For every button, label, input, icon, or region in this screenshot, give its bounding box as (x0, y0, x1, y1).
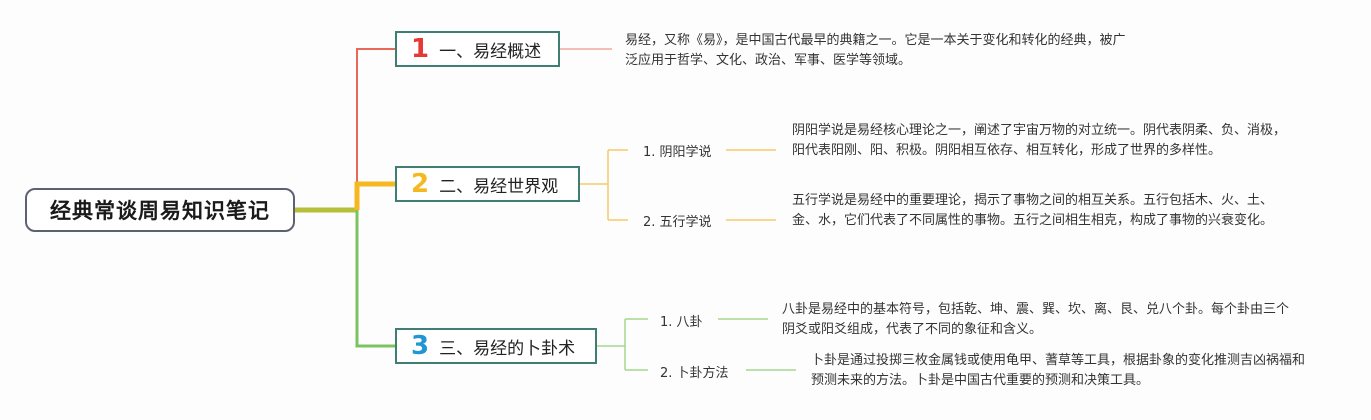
subtopic-yinyang-note: 阴阳学说是易经核心理论之一，阐述了宇宙万物的对立统一。阴代表阴柔、负、消极，阳代… (792, 123, 1287, 158)
branch-2-connector (354, 181, 395, 210)
branch-overview[interactable]: 1 一、易经概述 (395, 31, 560, 67)
number-3-icon: 3 (411, 331, 430, 361)
root-topic[interactable]: 经典常谈周易知识笔记 (25, 188, 295, 232)
branch-label: 三、易经的卜卦术 (439, 338, 576, 359)
branch-2-children-connector (580, 149, 628, 221)
subtopic-divination-method-note: 卜卦是通过投掷三枚金属钱或使用龟甲、蓍草等工具，根据卦象的变化推测吉凶祸福和预测… (811, 353, 1306, 388)
subtopic-bagua-note: 八卦是易经中的基本符号，包括乾、坤、震、巽、坎、离、艮、兑八个卦。每个卦由三个阴… (782, 302, 1290, 337)
branch-label: 一、易经概述 (439, 41, 542, 62)
branch-3-children-connector (597, 318, 648, 371)
subtopic-divination-method[interactable]: 2. 卜卦方法 (660, 366, 729, 381)
branch-divination[interactable]: 3 三、易经的卜卦术 (395, 328, 597, 364)
branch-1-connector (356, 48, 395, 210)
number-1-icon: 1 (411, 34, 430, 64)
branch-worldview[interactable]: 2 二、易经世界观 (395, 166, 580, 202)
subtopic-wuxing-note: 五行学说是易经中的重要理论，揭示了事物之间的相互关系。五行包括木、火、土、金、水… (792, 193, 1274, 228)
branch-3-connector (355, 210, 395, 348)
branch-label: 二、易经世界观 (439, 176, 559, 197)
subtopic-bagua[interactable]: 1. 八卦 (660, 315, 703, 330)
subtopic-wuxing[interactable]: 2. 五行学说 (643, 215, 712, 230)
subtopic-yinyang[interactable]: 1. 阴阳学说 (643, 145, 712, 160)
branch-overview-note: 易经，又称《易》，是中国古代最早的典籍之一。它是一本关于变化和转化的经典，被广泛… (625, 33, 1126, 68)
number-2-icon: 2 (411, 169, 430, 199)
